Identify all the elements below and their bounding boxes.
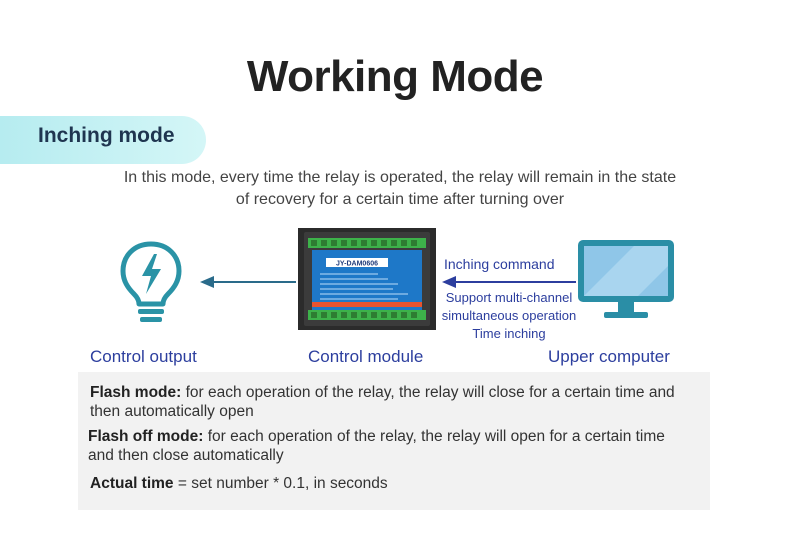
actual-time-text: Actual time = set number * 0.1, in secon… (90, 474, 388, 493)
output-arrow (200, 276, 296, 288)
module-model-label: JY-DAM0606 (336, 261, 378, 268)
monitor-icon (578, 240, 674, 318)
flash-mode-desc: for each operation of the relay, the rel… (90, 384, 675, 420)
info-panel (78, 372, 710, 510)
caption-upper-computer: Upper computer (548, 347, 670, 366)
lightbulb-icon (120, 241, 182, 322)
command-arrow (442, 276, 576, 288)
page-title: Working Mode (246, 52, 544, 101)
mode-description: In this mode, every time the relay is op… (123, 169, 677, 208)
support-text: Support multi-channel simultaneous opera… (436, 289, 582, 343)
support-line: simultaneous operation (441, 308, 577, 323)
flash-off-mode-text: Flash off mode: for each operation of th… (88, 427, 688, 465)
support-line: Support multi-channel (445, 290, 573, 305)
flash-off-mode-desc: for each operation of the relay, the rel… (88, 428, 665, 464)
actual-time-desc: = set number * 0.1, in seconds (173, 475, 388, 492)
mode-pill (0, 116, 206, 164)
control-module-device: JY-DAM0606 (298, 228, 436, 330)
inching-command-label: Inching command (444, 256, 555, 272)
mode-label: Inching mode (38, 124, 175, 147)
caption-control-module: Control module (308, 347, 424, 366)
flash-mode-term: Flash mode: (90, 384, 182, 401)
caption-control-output: Control output (90, 347, 197, 366)
flash-off-mode-term: Flash off mode: (88, 428, 204, 445)
actual-time-term: Actual time (90, 475, 174, 492)
flash-mode-text: Flash mode: for each operation of the re… (90, 383, 702, 421)
support-line: Time inching (472, 326, 546, 341)
